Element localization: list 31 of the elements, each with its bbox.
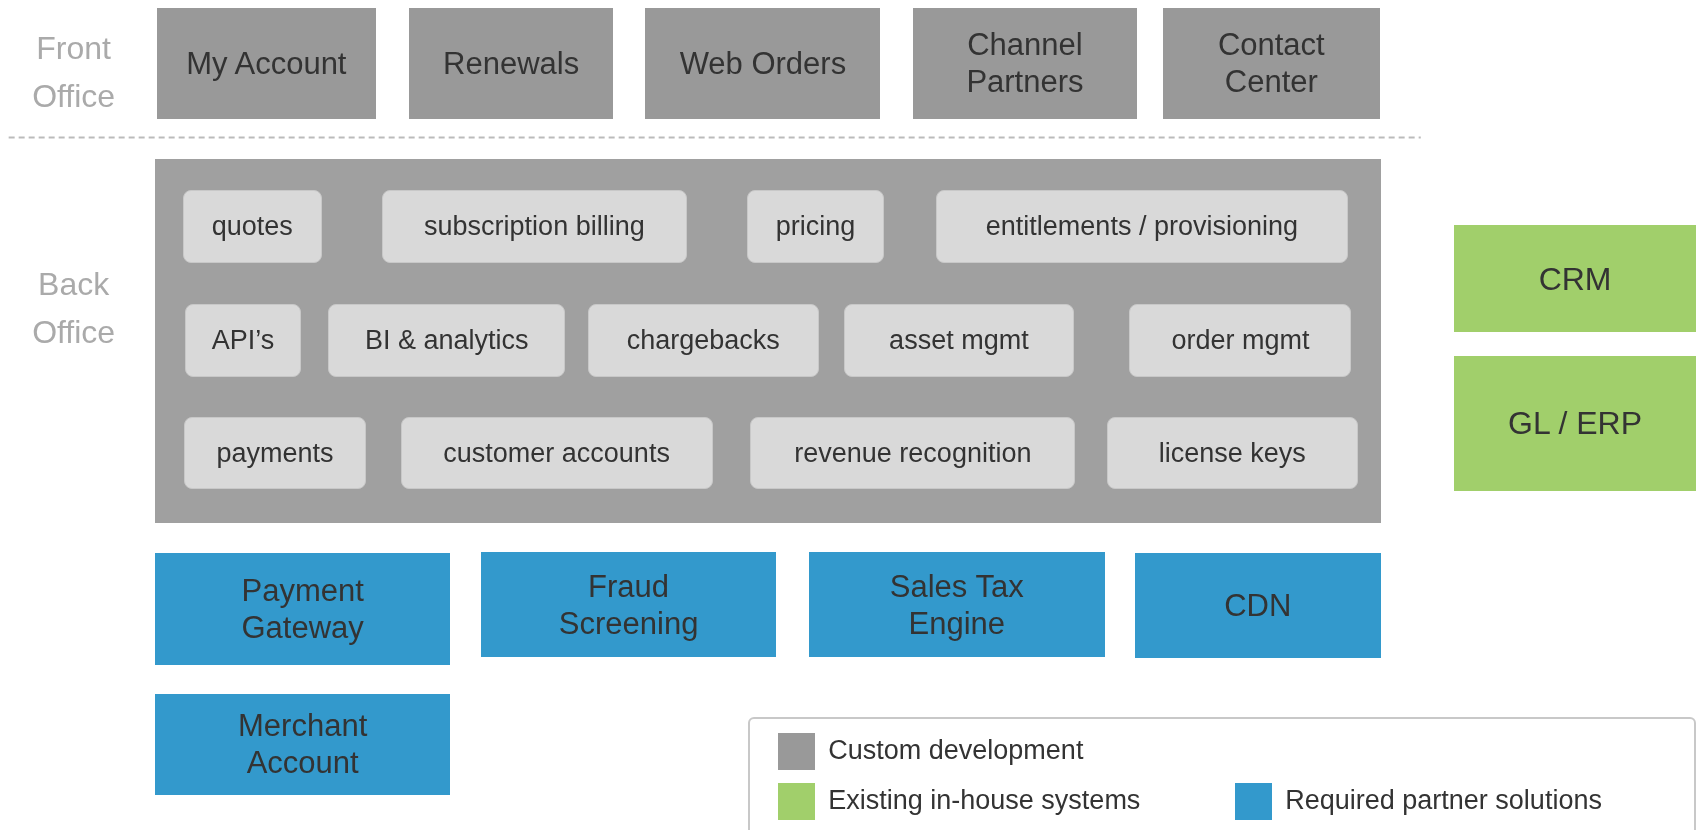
partner-box: Payment Gateway <box>154 553 451 665</box>
module-box: payments <box>184 416 366 490</box>
system-box: CRM <box>1454 225 1696 333</box>
front-office-box: Channel Partners <box>912 7 1138 120</box>
system-box: GL / ERP <box>1454 356 1696 491</box>
module-box: order mgmt <box>1129 304 1352 377</box>
back-office-panel <box>154 159 1381 524</box>
module-box: license keys <box>1106 416 1358 490</box>
module-box: BI & analytics <box>328 304 566 377</box>
front-office-box: Contact Center <box>1163 7 1380 120</box>
module-box: revenue recognition <box>750 416 1076 490</box>
partner-box: Sales Tax Engine <box>808 552 1105 658</box>
front-office-box: Web Orders <box>645 7 881 120</box>
partner-box: Merchant Account <box>154 694 451 795</box>
module-box: subscription billing <box>382 189 687 264</box>
module-box: pricing <box>747 189 884 264</box>
front-office-box: Renewals <box>409 7 613 120</box>
module-box: entitlements / provisioning <box>935 189 1349 264</box>
module-box: asset mgmt <box>843 304 1075 377</box>
module-box: quotes <box>183 189 322 264</box>
partner-box: CDN <box>1134 553 1381 659</box>
module-box: customer accounts <box>400 416 713 490</box>
legend-label: Required partner solutions <box>1285 787 1602 815</box>
front-office-box: My Account <box>157 7 376 120</box>
module-box: chargebacks <box>588 304 819 377</box>
section-label: Front Office <box>31 28 117 116</box>
legend-label: Existing in-house systems <box>828 787 1141 815</box>
partner-box: Fraud Screening <box>480 552 777 658</box>
section-label: Back Office <box>31 264 117 352</box>
legend-label: Custom development <box>828 737 1084 765</box>
module-box: API’s <box>185 304 301 377</box>
